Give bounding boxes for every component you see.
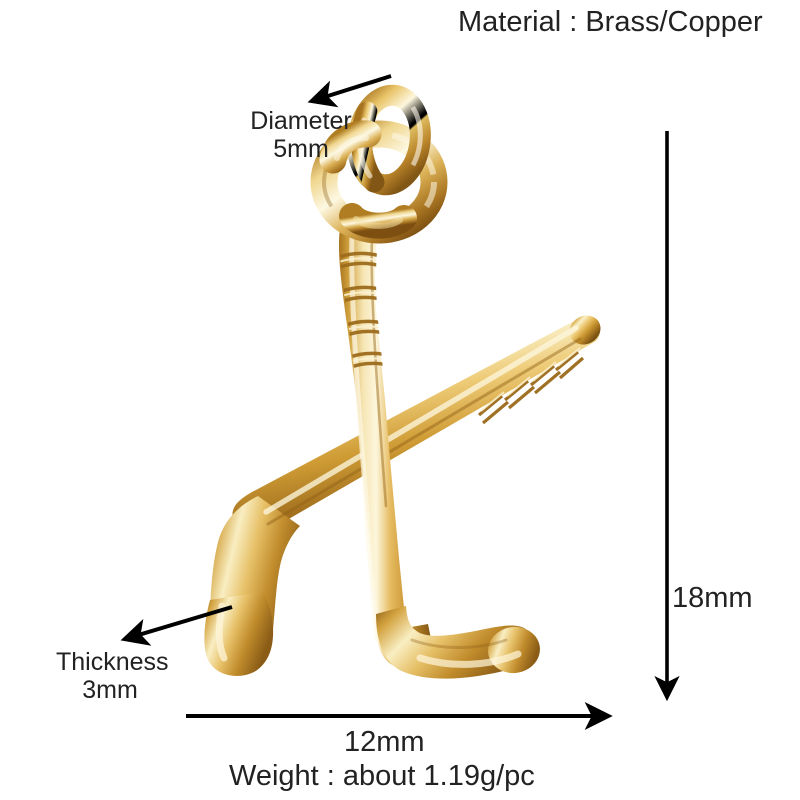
thickness-label-name: Thickness	[56, 648, 169, 676]
thickness-label-value: 3mm	[82, 676, 138, 704]
diagonal-hockey-stick	[204, 315, 601, 676]
material-label: Material : Brass/Copper	[458, 6, 763, 38]
diameter-label-value: 5mm	[273, 135, 329, 163]
width-label: 12mm	[344, 726, 425, 758]
diagonal-stick-grip-tape	[477, 347, 585, 425]
weight-label: Weight : about 1.19g/pc	[229, 760, 535, 792]
vertical-hockey-stick	[338, 228, 540, 679]
diameter-arrow	[307, 74, 392, 108]
height-label: 18mm	[672, 582, 753, 614]
diameter-label-name: Diameter	[250, 107, 352, 135]
jump-rings	[310, 84, 448, 244]
thickness-arrow	[120, 605, 233, 646]
